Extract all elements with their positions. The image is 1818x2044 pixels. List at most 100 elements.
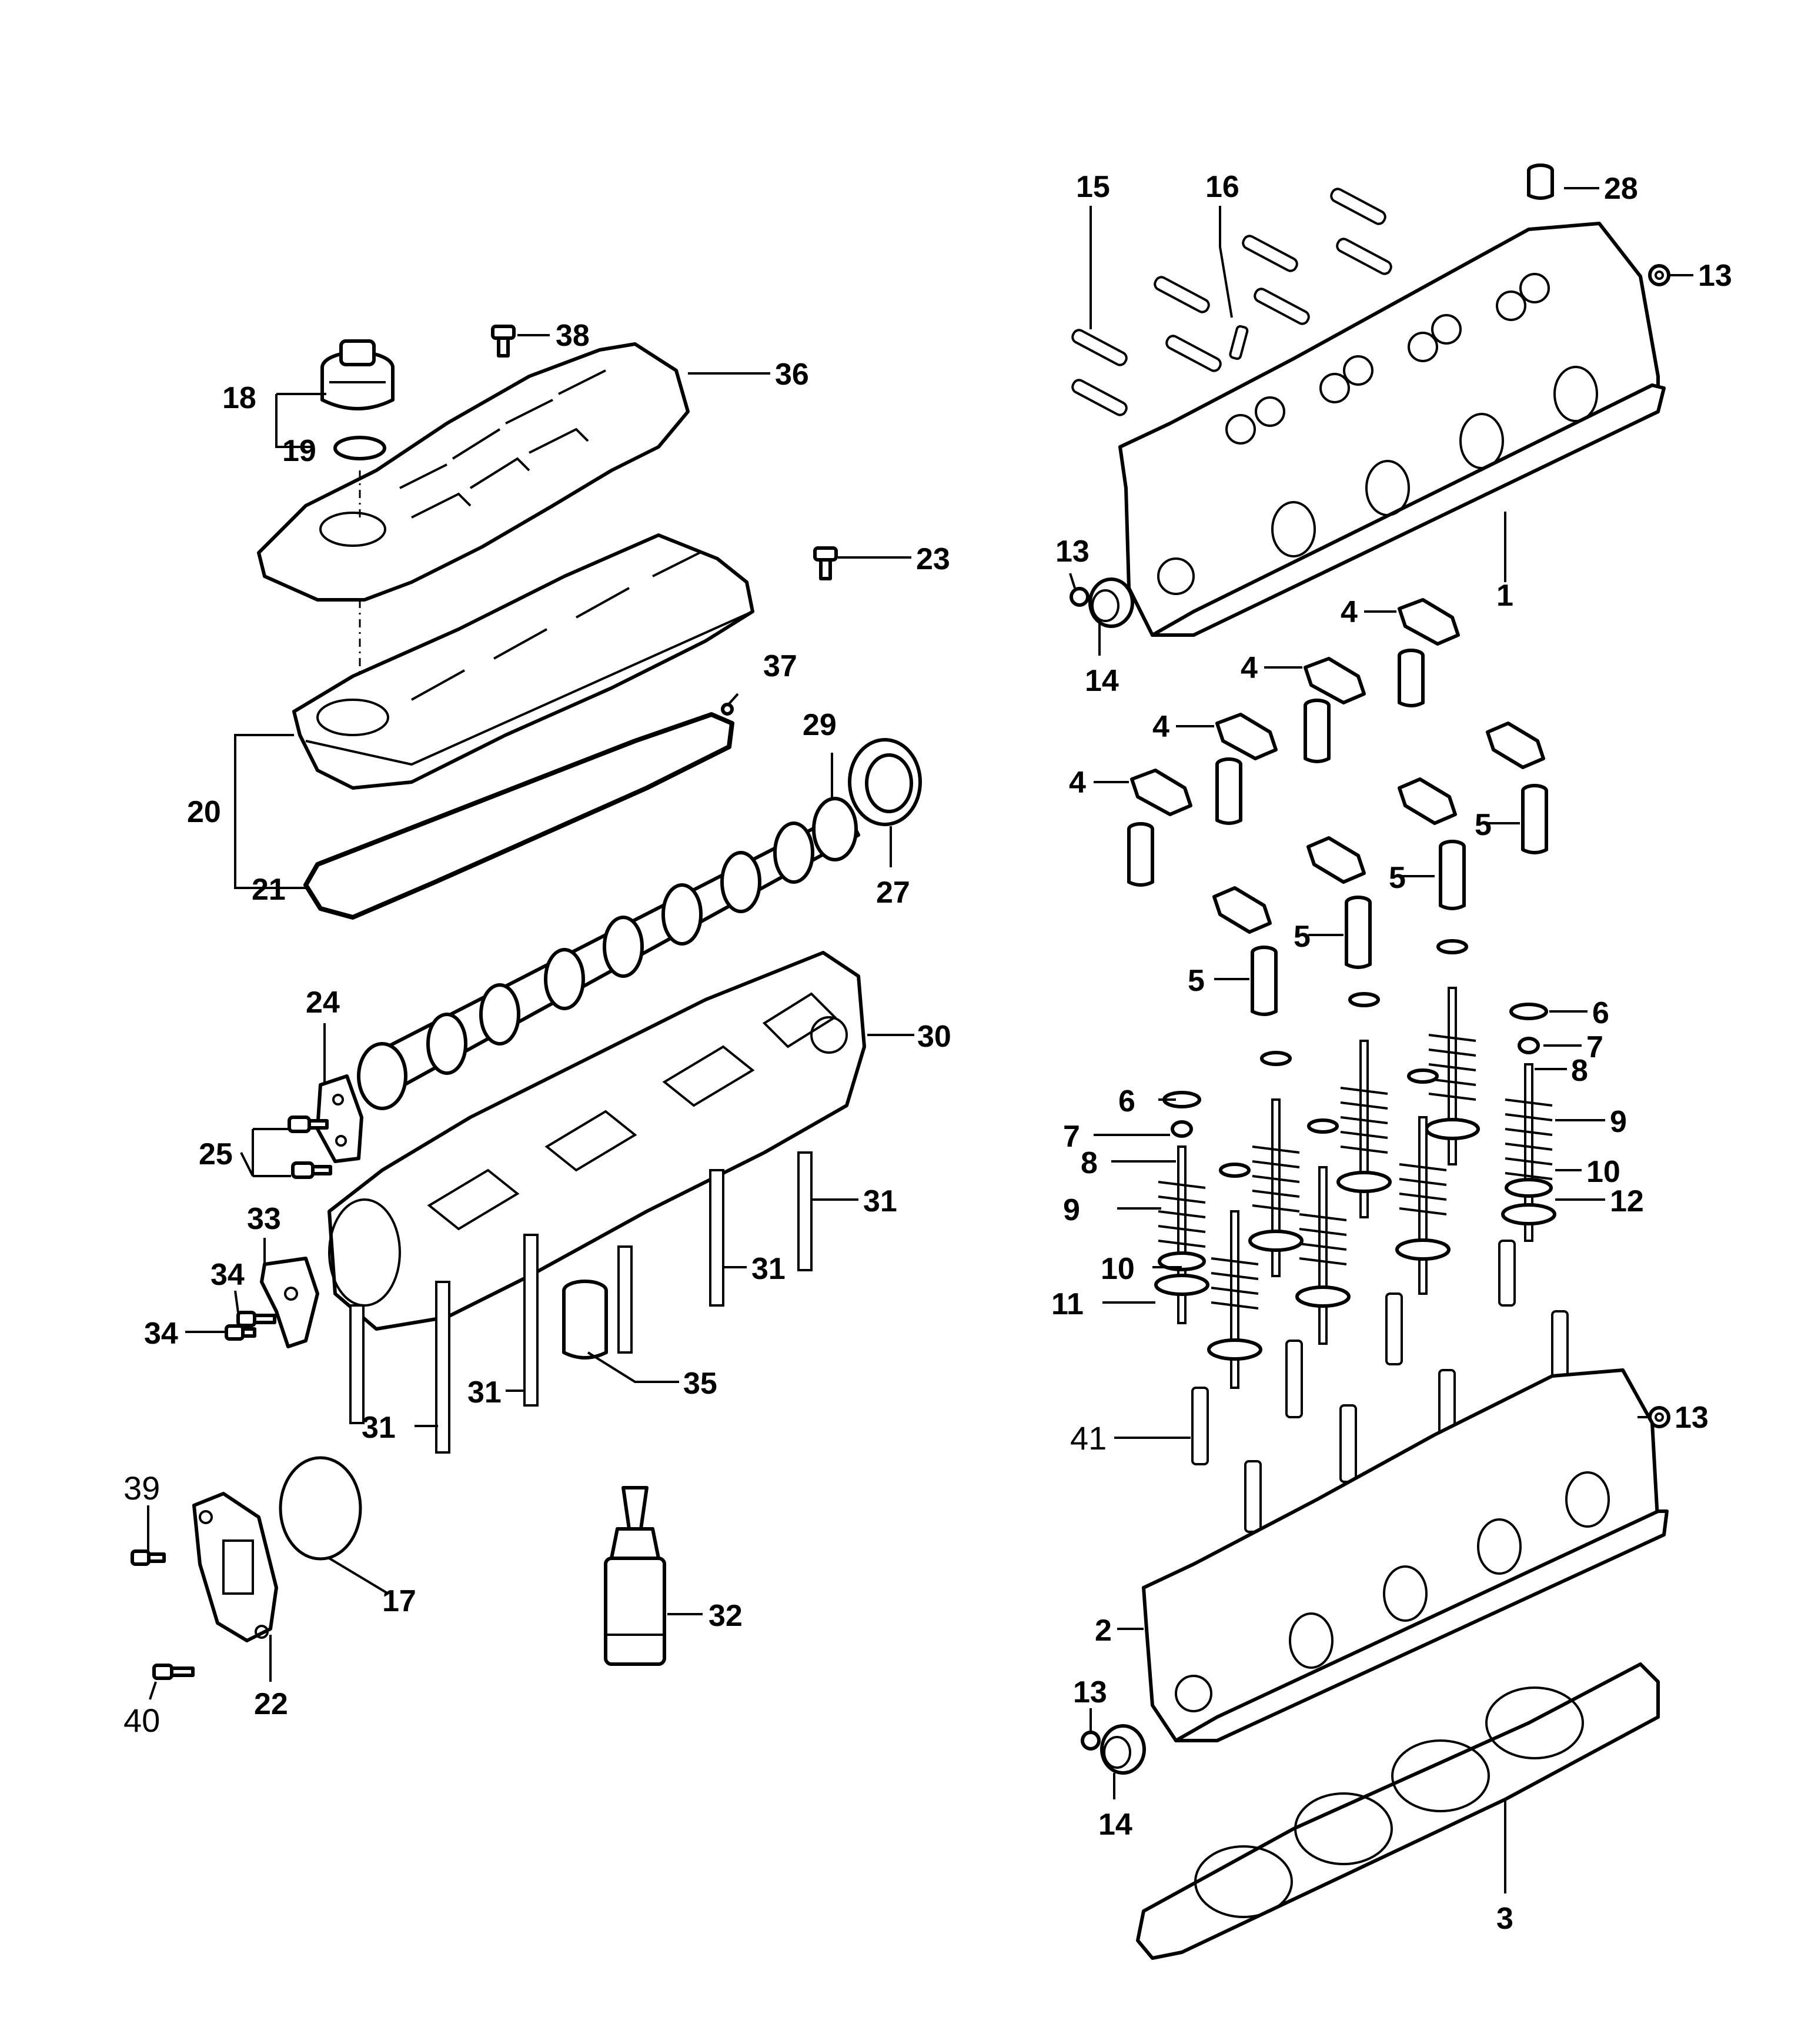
- callout-13-top: 13: [1698, 259, 1732, 293]
- valve-assembly-a: [1501, 1003, 1556, 1242]
- rocker-arm-4-b: [1304, 657, 1366, 704]
- callout-28: 28: [1604, 172, 1638, 206]
- callout-31-d: 31: [362, 1411, 396, 1445]
- callout-4-a: 4: [1341, 595, 1358, 629]
- rivet-37: [721, 703, 734, 716]
- camshaft-seal: [848, 738, 922, 826]
- callout-33: 33: [247, 1202, 281, 1236]
- callout-17: 17: [382, 1584, 416, 1618]
- plug-14-lower: [1100, 1724, 1146, 1775]
- stud-31-d: [435, 1281, 450, 1454]
- retaining-plate: [316, 1074, 363, 1163]
- bolt-25-upper: [288, 1115, 329, 1133]
- callout-4-c: 4: [1152, 710, 1169, 744]
- rocker-arm-5-b: [1398, 777, 1457, 825]
- plug-14-upper: [1088, 577, 1134, 628]
- callout-13-lower: 13: [1073, 1675, 1107, 1709]
- callout-16: 16: [1205, 170, 1239, 204]
- callout-30: 30: [917, 1020, 951, 1054]
- dowel-28: [1527, 163, 1554, 200]
- sleeve-35: [562, 1280, 608, 1360]
- callout-8-left: 8: [1081, 1146, 1098, 1180]
- callout-10-left: 10: [1101, 1252, 1135, 1286]
- valve-guides: [1191, 1240, 1569, 1533]
- callout-39: 39: [123, 1469, 160, 1507]
- callout-14-upper: 14: [1085, 664, 1119, 698]
- callout-18: 18: [222, 381, 256, 415]
- callout-38: 38: [556, 319, 590, 353]
- callout-22: 22: [254, 1687, 288, 1721]
- pin-16: [1229, 325, 1249, 360]
- valve-assembly-c: [1425, 939, 1480, 1165]
- callout-21: 21: [252, 873, 286, 907]
- rocker-arm-5-a: [1486, 722, 1545, 769]
- screw-38: [491, 325, 516, 358]
- oil-filler-cap: [320, 339, 395, 410]
- valve-assembly-g: [1295, 1118, 1351, 1345]
- callout-23: 23: [916, 542, 950, 576]
- leader-lines: [147, 187, 1693, 1893]
- o-ring-17: [279, 1456, 362, 1561]
- callout-37: 37: [763, 649, 797, 683]
- camshaft: [357, 797, 860, 1110]
- bracket-33: [260, 1257, 319, 1348]
- cylinder-head-bare: [1142, 1368, 1669, 1742]
- bolt-40: [152, 1664, 195, 1680]
- callout-31-a: 31: [863, 1184, 897, 1218]
- callout-5-c: 5: [1294, 920, 1311, 954]
- callout-2: 2: [1095, 1614, 1112, 1648]
- callout-9-left: 9: [1063, 1193, 1080, 1227]
- bolt-25-lower: [291, 1161, 332, 1179]
- valve-assembly-d: [1336, 992, 1392, 1218]
- rocker-arm-4-c: [1215, 713, 1278, 760]
- callout-4-b: 4: [1241, 651, 1258, 685]
- callout-3: 3: [1496, 1902, 1513, 1936]
- cover-plate-22: [192, 1492, 278, 1642]
- valve-assembly-h: [1207, 1163, 1262, 1389]
- callout-8-right: 8: [1571, 1054, 1588, 1088]
- stud-31-a: [797, 1151, 813, 1271]
- callout-6-left: 6: [1118, 1084, 1135, 1118]
- stud-31-f: [617, 1245, 633, 1354]
- callout-35: 35: [683, 1367, 717, 1401]
- callout-4-d: 4: [1069, 766, 1086, 800]
- callout-7-left: 7: [1063, 1120, 1080, 1154]
- callout-5-d: 5: [1188, 964, 1205, 998]
- callout-19: 19: [282, 434, 316, 468]
- head-gasket: [1136, 1662, 1660, 1960]
- stud-31-e: [349, 1304, 365, 1424]
- valve-assembly-e: [1248, 1051, 1304, 1277]
- nut-13-left: [1070, 587, 1090, 607]
- sealant-bottle: [604, 1486, 666, 1666]
- nut-13-top: [1648, 264, 1670, 286]
- rocker-arm-5-d: [1212, 886, 1272, 934]
- callout-10-right: 10: [1586, 1155, 1620, 1189]
- rocker-arm-4-a: [1398, 598, 1460, 646]
- callout-15: 15: [1076, 170, 1110, 204]
- pins-15: [1071, 188, 1392, 416]
- screw-34-a: [236, 1311, 276, 1327]
- callout-34-lower: 34: [144, 1317, 178, 1351]
- callout-40: 40: [123, 1702, 160, 1739]
- rocker-arm-4-d: [1130, 769, 1192, 816]
- cover-gasket: [303, 712, 734, 920]
- callout-41: 41: [1070, 1420, 1107, 1457]
- callout-6-right: 6: [1592, 996, 1609, 1030]
- bolt-39: [131, 1549, 166, 1566]
- callout-31-c: 31: [467, 1375, 502, 1410]
- callout-1: 1: [1496, 579, 1513, 613]
- callout-13-right: 13: [1675, 1401, 1709, 1435]
- valve-assembly-f: [1395, 1068, 1451, 1295]
- callout-9-right: 9: [1610, 1105, 1627, 1139]
- callout-7-right: 7: [1586, 1030, 1603, 1064]
- callout-31-b: 31: [751, 1252, 786, 1286]
- tappets: [1127, 649, 1548, 1016]
- callout-13-left: 13: [1055, 535, 1090, 569]
- callout-12: 12: [1610, 1184, 1644, 1218]
- valve-assemblies: [1154, 939, 1556, 1389]
- filler-o-ring: [333, 436, 386, 460]
- callout-14-lower: 14: [1098, 1808, 1132, 1842]
- engine-top-cover: [257, 342, 690, 602]
- callout-11: 11: [1051, 1287, 1084, 1321]
